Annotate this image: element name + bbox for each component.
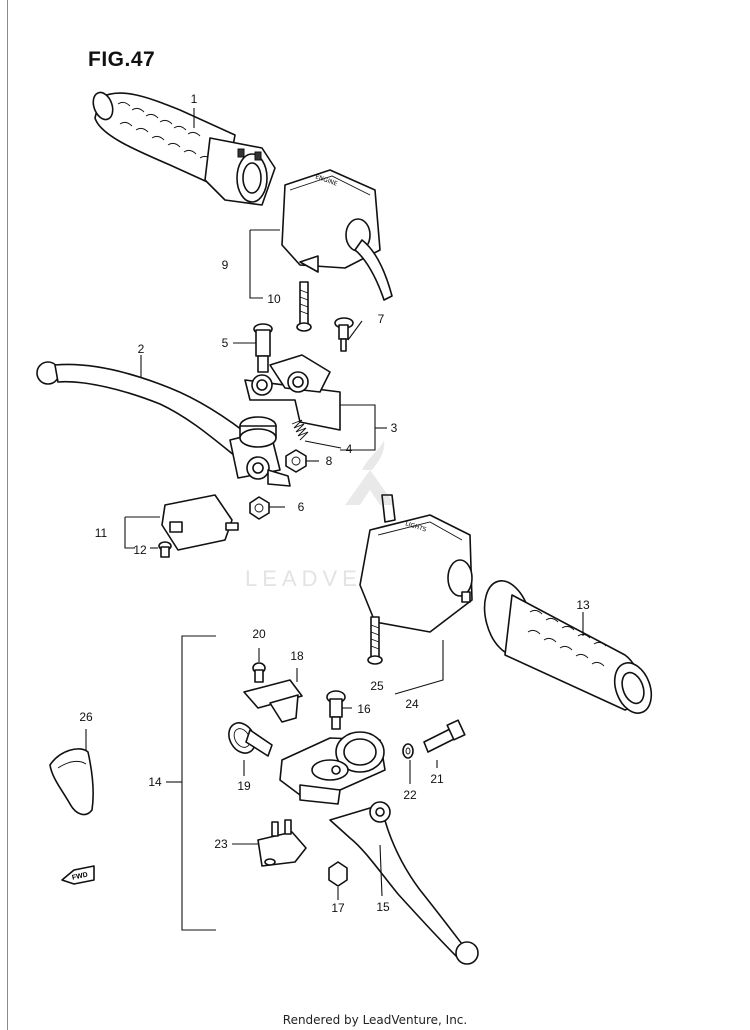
washer-22-part	[402, 743, 414, 784]
callout-24: 24	[405, 697, 419, 711]
callout-19: 19	[237, 779, 251, 793]
pin-5-part	[233, 323, 273, 373]
callout-3: 3	[390, 421, 398, 435]
callout-2: 2	[137, 342, 145, 356]
figure-title: FIG.47	[88, 48, 156, 71]
clutch-perch-part	[279, 731, 386, 805]
clutch-lever-part	[329, 801, 479, 965]
callout-5: 5	[221, 336, 229, 350]
adjuster-19-part	[228, 722, 273, 776]
callout-11: 11	[94, 526, 108, 540]
left-switch-housing-part: ENGINE	[249, 169, 393, 301]
clutch-switch-23-part	[232, 819, 307, 867]
lever-cover-26-part	[49, 729, 95, 816]
callout-7: 7	[377, 312, 385, 326]
callout-9: 9	[221, 258, 229, 272]
callout-6: 6	[297, 500, 305, 514]
callout-22: 22	[403, 788, 417, 802]
screw-12-part	[150, 541, 172, 558]
screw-25-part	[367, 616, 383, 665]
screw-20-part	[252, 648, 266, 683]
callout-20: 20	[252, 627, 266, 641]
nut-6-part	[249, 496, 285, 520]
callout-23: 23	[214, 837, 228, 851]
bracket-18-part	[243, 668, 303, 723]
callout-26: 26	[79, 710, 93, 724]
brake-switch-11-part	[124, 494, 239, 551]
callout-18: 18	[290, 649, 304, 663]
nut-8-part	[285, 449, 319, 473]
fwd-label: FWD	[71, 872, 88, 882]
callout-17: 17	[331, 901, 345, 915]
screw-7-part	[334, 317, 363, 352]
right-switch-housing-part: LIGHTS	[359, 494, 473, 695]
page-edge-line	[7, 0, 8, 1030]
left-grip-part	[92, 91, 276, 206]
fwd-arrow-icon: FWD	[61, 865, 95, 885]
bolt-16-part	[326, 690, 352, 730]
callout-1: 1	[190, 92, 198, 106]
callout-25: 25	[370, 679, 384, 693]
callout-10: 10	[267, 292, 281, 306]
callout-8: 8	[325, 454, 333, 468]
callout-4: 4	[345, 442, 353, 456]
callout-15: 15	[376, 900, 390, 914]
footer-credit: Rendered by LeadVenture, Inc.	[282, 1013, 468, 1027]
callout-21: 21	[430, 772, 444, 786]
screw-10-part	[296, 281, 312, 332]
right-grip-part	[483, 580, 653, 714]
spring-4-part	[291, 419, 342, 449]
callout-13: 13	[576, 598, 590, 612]
master-cylinder-part	[229, 354, 387, 487]
watermark-logo-icon	[345, 440, 395, 505]
callout-16: 16	[357, 702, 371, 716]
brake-lever-part	[36, 355, 256, 461]
nut-17-part	[328, 861, 348, 900]
bolt-21-part	[423, 719, 466, 768]
bracket-14	[181, 635, 216, 931]
callout-14: 14	[148, 775, 162, 789]
callout-12: 12	[133, 543, 147, 557]
